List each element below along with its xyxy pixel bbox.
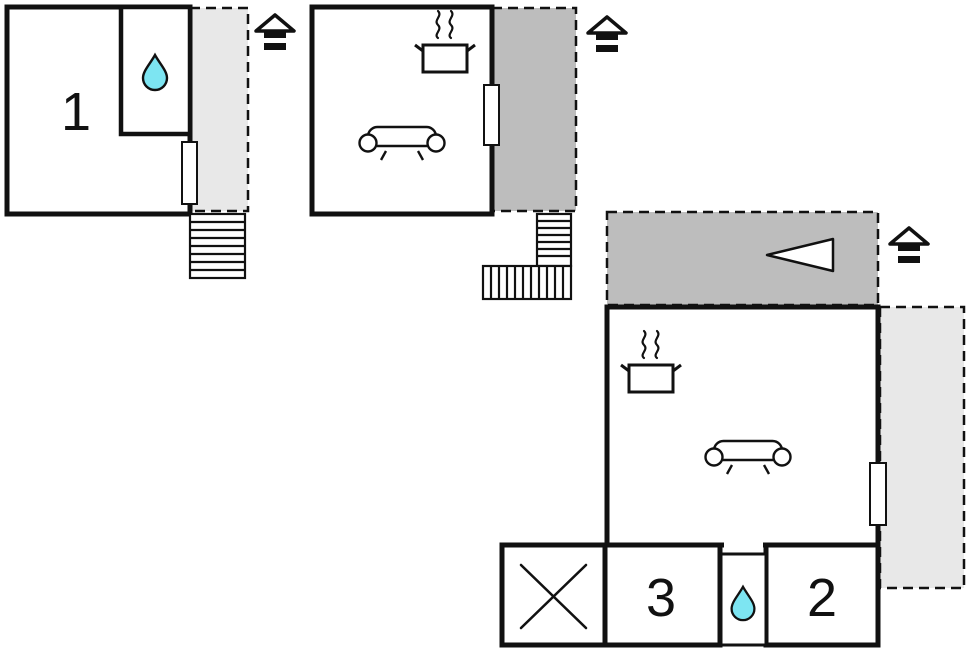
unit-2 xyxy=(309,4,628,301)
main-room-walls xyxy=(604,304,881,548)
door-2 xyxy=(483,84,500,146)
room-top-middle-walls xyxy=(309,4,495,217)
door-3 xyxy=(869,462,887,526)
left-triangle-arrow-icon xyxy=(765,237,835,273)
terrace-1 xyxy=(188,6,250,213)
room-2-label: 2 xyxy=(807,568,837,628)
x-cross-icon xyxy=(519,563,588,630)
unit-1: 1 xyxy=(4,4,296,280)
room-3-walls xyxy=(602,542,723,648)
wall-opening xyxy=(724,539,763,551)
stairs-1 xyxy=(188,212,247,280)
stairs-2 xyxy=(481,212,573,301)
door-1 xyxy=(181,141,198,205)
entrance-house-icon xyxy=(254,13,296,52)
room-3-label: 3 xyxy=(646,568,676,628)
entrance-house-icon xyxy=(888,226,930,265)
entrance-house-icon xyxy=(586,15,628,54)
room-1-label: 1 xyxy=(61,82,91,142)
unit-3: 3 2 xyxy=(499,210,966,648)
terrace-2 xyxy=(490,6,578,213)
terrace-3-right xyxy=(878,305,966,590)
terrace-3-top xyxy=(605,210,880,307)
